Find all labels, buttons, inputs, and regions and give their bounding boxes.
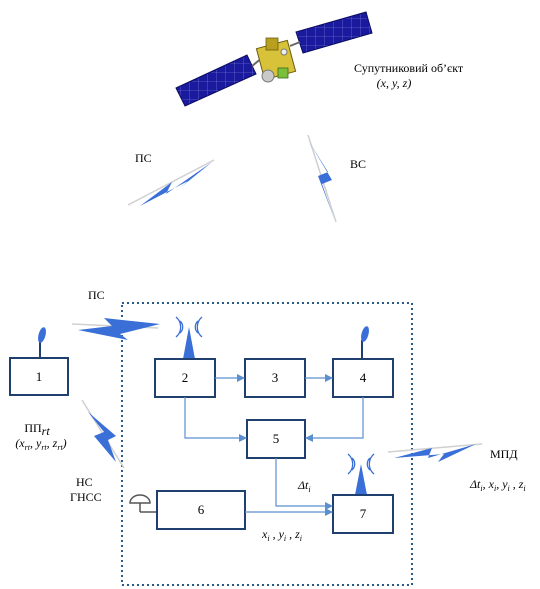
arrow-4-to-5 — [305, 397, 364, 442]
block-1-label: 1 — [36, 369, 43, 384]
block-5 — [246, 419, 306, 459]
antenna-1-icon — [38, 327, 46, 358]
block-7-label: 7 — [360, 506, 367, 521]
xyz-label: xi , yi , zi — [261, 527, 302, 543]
dish-6-icon — [129, 494, 157, 513]
mpd-label: МПД — [490, 447, 518, 461]
reference-point-coords: (xrt, yrt, zrt) — [15, 436, 66, 452]
lightning-mpd-icon — [387, 443, 483, 462]
vs-label: ВС — [350, 157, 366, 171]
lightning-vs-icon — [307, 134, 337, 223]
block-2-label: 2 — [182, 370, 189, 385]
ps-ground-label: ПС — [88, 288, 105, 302]
satellite — [175, 11, 373, 107]
system-frame — [121, 302, 413, 586]
block-6-label: 6 — [198, 502, 205, 517]
lightning-ps-ground-icon — [71, 318, 160, 340]
solar-panel-left — [175, 54, 257, 107]
reference-point-label: ППrt — [24, 421, 50, 438]
arrow-5-to-7 — [275, 458, 333, 510]
mpd-output-label: Δti, xi, yi , zi — [469, 477, 526, 493]
delta-t-label: Δti — [297, 478, 311, 494]
satellite-label: Супутниковий об’єкт — [354, 61, 464, 75]
ns-label-line2: ГНСС — [70, 490, 102, 504]
ps-top-label: ПС — [135, 151, 152, 165]
satellite-body — [255, 37, 297, 83]
block-6 — [156, 490, 246, 530]
satellite-coords: (x, y, z) — [377, 76, 412, 90]
block-4-label: 4 — [360, 370, 367, 385]
block-4 — [332, 358, 394, 398]
antenna-2-icon — [175, 316, 203, 359]
solar-panel-right — [295, 11, 373, 54]
antenna-4-icon — [361, 326, 369, 359]
block-3-label: 3 — [272, 370, 279, 385]
block-1 — [9, 357, 69, 396]
block-2 — [154, 358, 216, 398]
ns-label-line1: НС — [76, 475, 93, 489]
arrow-2-to-5 — [184, 397, 247, 442]
block-5-label: 5 — [273, 431, 280, 446]
lightning-ps-top-icon — [127, 159, 215, 206]
block-7 — [332, 494, 394, 534]
antenna-7-icon — [347, 453, 375, 495]
lightning-ns-icon — [81, 399, 125, 469]
